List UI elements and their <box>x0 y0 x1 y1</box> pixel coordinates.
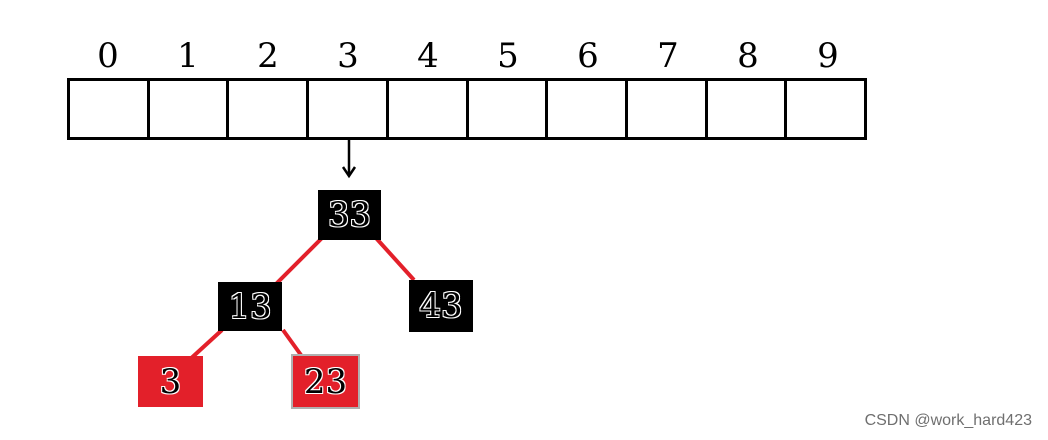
edge-33-43 <box>374 236 416 282</box>
tree-node-13: 13 <box>218 282 282 331</box>
index-label-9: 9 <box>817 36 839 76</box>
index-label-2: 2 <box>257 36 279 76</box>
bucket-cell-1 <box>150 81 230 137</box>
index-label-1: 1 <box>177 36 199 76</box>
index-label-4: 4 <box>417 36 439 76</box>
index-label-8: 8 <box>737 36 759 76</box>
index-label-7: 7 <box>657 36 679 76</box>
bucket-cell-7 <box>628 81 708 137</box>
tree-node-33: 33 <box>318 190 381 240</box>
index-label-5: 5 <box>497 36 519 76</box>
watermark: CSDN @work_hard423 <box>864 412 1032 429</box>
pointer-arrowhead <box>341 166 357 179</box>
bucket-cell-4 <box>389 81 469 137</box>
index-label-6: 6 <box>577 36 599 76</box>
tree-node-43: 43 <box>409 280 473 332</box>
bucket-array <box>67 78 867 140</box>
bucket-cell-0 <box>70 81 150 137</box>
bucket-cell-2 <box>229 81 310 137</box>
tree-node-23: 23 <box>291 354 360 409</box>
index-label-0: 0 <box>97 36 119 76</box>
edge-33-13 <box>270 236 324 290</box>
bucket-cell-8 <box>708 81 788 137</box>
bucket-cell-5 <box>469 81 549 137</box>
bucket-cell-3 <box>309 81 389 137</box>
tree-node-3: 3 <box>138 356 203 407</box>
index-label-3: 3 <box>337 36 359 76</box>
bucket-cell-6 <box>548 81 628 137</box>
